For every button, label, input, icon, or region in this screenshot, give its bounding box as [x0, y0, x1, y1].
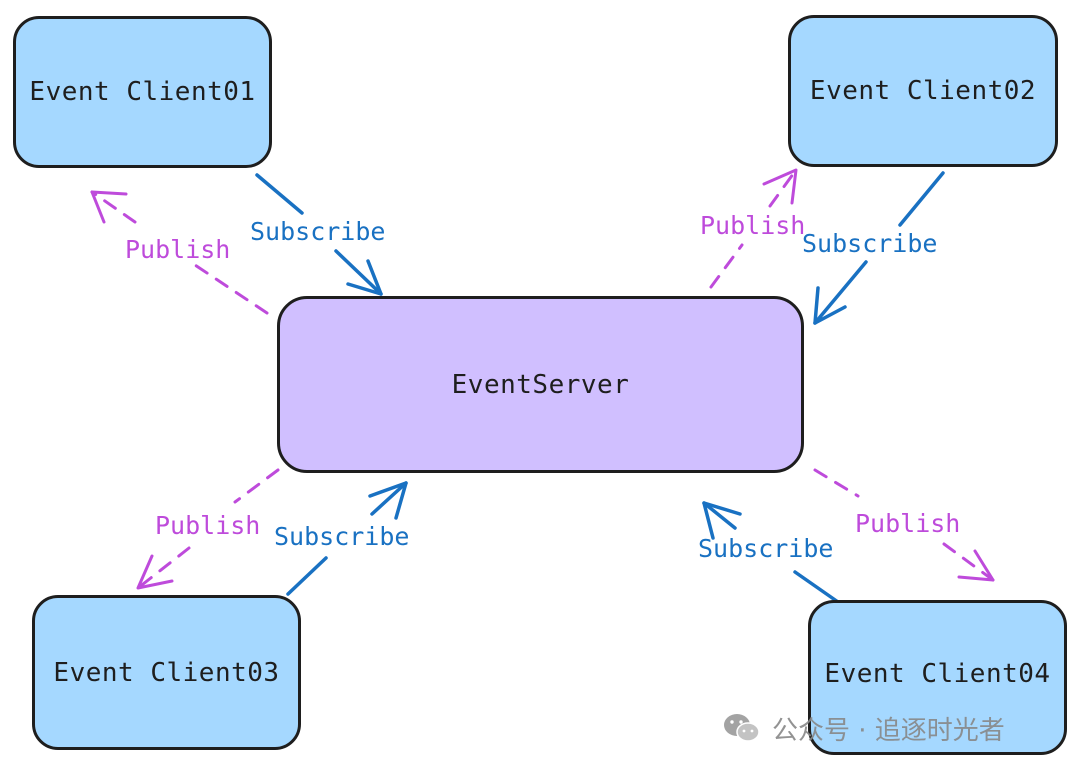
node-event-client01[interactable]: Event Client01 — [13, 16, 272, 168]
node-event-client02-label: Event Client02 — [809, 76, 1037, 106]
edge-client03-subscribe-line — [286, 556, 328, 596]
edge-client01-publish-arrowhead — [90, 190, 128, 224]
node-event-client04[interactable]: Event Client04 — [808, 600, 1067, 755]
edge-label-client01-publish: Publish — [125, 235, 231, 264]
edge-client02-subscribe-line-b — [813, 260, 868, 325]
watermark-text: 公众号 · 追逐时光者 — [772, 715, 1005, 746]
node-event-server-label: EventServer — [451, 369, 630, 400]
watermark: 公众号 · 追逐时光者 — [722, 708, 1005, 748]
node-event-client03[interactable]: Event Client03 — [32, 595, 301, 750]
edge-client02-publish-line-b — [768, 168, 798, 208]
edge-client03-publish-line-b — [136, 546, 191, 590]
edge-client04-publish-line — [813, 468, 860, 498]
node-event-client02[interactable]: Event Client02 — [788, 15, 1058, 167]
edge-client02-subscribe-line — [898, 171, 945, 227]
wechat-icon — [724, 714, 760, 742]
edge-client01-subscribe-arrowhead — [346, 259, 383, 296]
edge-label-client02-publish: Publish — [700, 211, 806, 240]
edge-client03-subscribe-line-b — [370, 481, 408, 516]
edge-client03-publish-arrowhead — [136, 554, 174, 590]
edge-label-client04-publish: Publish — [855, 509, 961, 538]
edge-client01-subscribe-line-b — [334, 249, 383, 296]
edge-client01-publish-line — [193, 263, 269, 315]
edge-client03-subscribe-arrowhead — [368, 481, 408, 520]
edge-client02-publish-arrowhead — [762, 168, 798, 205]
node-event-server[interactable]: EventServer — [277, 296, 804, 473]
edge-label-client04-subscribe: Subscribe — [698, 534, 834, 563]
edge-client01-subscribe-line — [255, 173, 304, 215]
edge-client01-publish-line-b — [90, 190, 137, 224]
edge-client04-subscribe-arrowhead — [702, 501, 742, 540]
node-event-client03-label: Event Client03 — [53, 657, 280, 688]
edge-label-client03-subscribe: Subscribe — [274, 522, 410, 551]
node-event-client01-label: Event Client01 — [29, 77, 256, 107]
edge-label-client01-subscribe: Subscribe — [250, 217, 386, 246]
edge-client02-subscribe-arrowhead — [813, 286, 847, 325]
edge-label-client03-publish: Publish — [155, 511, 261, 540]
edge-client02-publish-line — [709, 243, 744, 289]
node-event-client04-label: Event Client04 — [824, 658, 1051, 689]
edge-client04-publish-line-b — [942, 542, 995, 582]
edge-client04-publish-arrowhead — [957, 549, 995, 582]
edge-label-client02-subscribe: Subscribe — [802, 229, 938, 258]
edge-client03-publish-line — [233, 468, 280, 504]
edge-client04-subscribe-line — [793, 570, 840, 604]
edge-client04-subscribe-line-b — [702, 501, 737, 530]
